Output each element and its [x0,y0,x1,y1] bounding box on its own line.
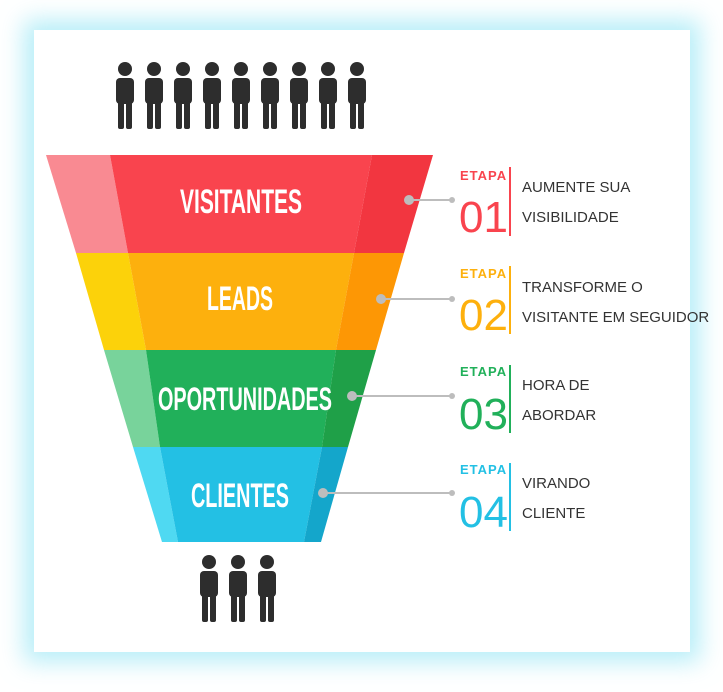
connector-end-dot [449,490,455,496]
funnel-stage-clientes: CLIENTES ETAPA 04 VIRANDO CLIENTE [133,447,590,542]
people-top-group [116,62,366,129]
stage-description-line2: CLIENTE [522,505,585,522]
stage-description-line1: VIRANDO [522,475,590,492]
etapa-label: ETAPA [460,266,507,281]
stage-description-line2: ABORDAR [522,407,596,424]
person-icon [229,555,247,622]
funnel-stage-oportunidades: OPORTUNIDADES ETAPA 03 HORA DE ABORDAR [104,350,596,447]
funnel-segment-main [160,447,322,542]
connector-end-dot [449,197,455,203]
person-icon [258,555,276,622]
person-icon [232,62,250,129]
etapa-label: ETAPA [460,364,507,379]
connector-dot [347,391,357,401]
stage-description-line1: TRANSFORME O [522,279,643,296]
etapa-number: 03 [459,390,508,439]
etapa-number: 02 [459,291,508,340]
stage-name: LEADS [207,280,273,318]
funnel-segment-light [104,350,160,447]
funnel-segment-light [133,447,178,542]
etapa-label: ETAPA [460,462,507,477]
funnel-segment-light [46,155,128,253]
funnel-stage-leads: LEADS ETAPA 02 TRANSFORME O VISITANTE EM… [76,253,709,350]
person-icon [174,62,192,129]
person-icon [348,62,366,129]
person-icon [145,62,163,129]
funnel-segment-dark [336,253,404,350]
person-icon [290,62,308,129]
connector-dot [376,294,386,304]
person-icon [203,62,221,129]
funnel-stage-visitantes: VISITANTES ETAPA 01 AUMENTE SUA VISIBILI… [46,155,630,253]
connector-dot [318,488,328,498]
etapa-number: 01 [459,193,508,242]
people-bottom-group [200,555,276,622]
funnel-segment-main [146,350,336,447]
stage-description-line2: VISITANTE EM SEGUIDOR [522,309,709,326]
etapa-number: 04 [459,488,508,537]
stage-name: OPORTUNIDADES [158,381,332,417]
person-icon [200,555,218,622]
funnel-segment-light [76,253,146,350]
person-icon [261,62,279,129]
stage-description-line1: HORA DE [522,377,590,394]
stage-description-line1: AUMENTE SUA [522,179,630,196]
funnel-segment-dark [354,155,433,253]
person-icon [116,62,134,129]
connector-dot [404,195,414,205]
connector-end-dot [449,296,455,302]
stage-description-line2: VISIBILIDADE [522,209,619,226]
funnel-segment-main [128,253,354,350]
stage-name: CLIENTES [191,477,289,515]
funnel-segment-main [110,155,372,253]
stage-name: VISITANTES [180,183,302,221]
etapa-label: ETAPA [460,168,507,183]
connector-end-dot [449,393,455,399]
person-icon [319,62,337,129]
